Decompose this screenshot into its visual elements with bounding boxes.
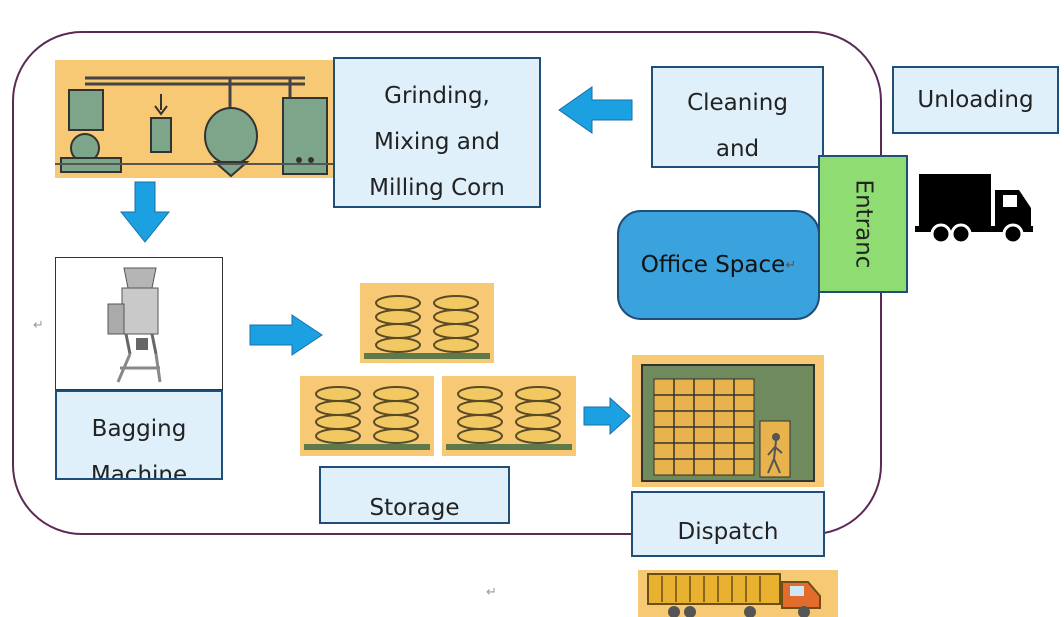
office-space-box: Office Space↵ <box>617 210 820 320</box>
return-mark-left: ↵ <box>33 318 44 333</box>
arrow-right-to-dispatch <box>583 396 631 436</box>
grinding-machinery-image <box>55 60 335 178</box>
cleaning-label-line1: Cleaning <box>687 90 788 116</box>
entrance-box: Entranc <box>818 155 908 293</box>
entrance-label: Entranc <box>850 179 876 269</box>
grinding-label-line1: Grinding, <box>384 83 490 109</box>
bagging-machine-box: Bagging Machine <box>55 390 223 480</box>
dispatch-box: Dispatch <box>631 491 825 557</box>
unloading-label: Unloading <box>917 87 1034 113</box>
storage-label: Storage <box>369 495 460 521</box>
black-truck-icon <box>915 174 1033 245</box>
bagging-label-line2: Machine <box>90 462 188 480</box>
unloading-box: Unloading <box>892 66 1059 134</box>
cleaning-label-line2: and <box>715 136 760 162</box>
return-mark-bottom: ↵ <box>486 585 497 600</box>
warehouse-image <box>632 355 824 487</box>
storage-box: Storage <box>319 466 510 524</box>
bagging-label-line1: Bagging <box>91 416 187 442</box>
grinding-mixing-milling-box: Grinding, Mixing and Milling Corn <box>333 57 541 208</box>
grinding-label-line3: Milling Corn <box>369 175 505 201</box>
arrow-down-to-bagging <box>119 181 171 243</box>
orange-truck-icon <box>638 570 838 617</box>
cleaning-box: Cleaning and <box>651 66 824 168</box>
arrow-left-to-grinding <box>558 86 633 134</box>
office-return-mark: ↵ <box>785 257 797 272</box>
office-space-label: Office Space <box>640 252 786 278</box>
storage-pallet-image-left <box>300 376 434 456</box>
storage-pallet-image-top <box>360 283 494 363</box>
arrow-right-to-storage <box>249 314 323 356</box>
bagging-machine-image <box>55 257 223 390</box>
grinding-label-line2: Mixing and <box>374 129 500 155</box>
storage-pallet-image-right <box>442 376 576 456</box>
dispatch-label: Dispatch <box>677 519 779 545</box>
